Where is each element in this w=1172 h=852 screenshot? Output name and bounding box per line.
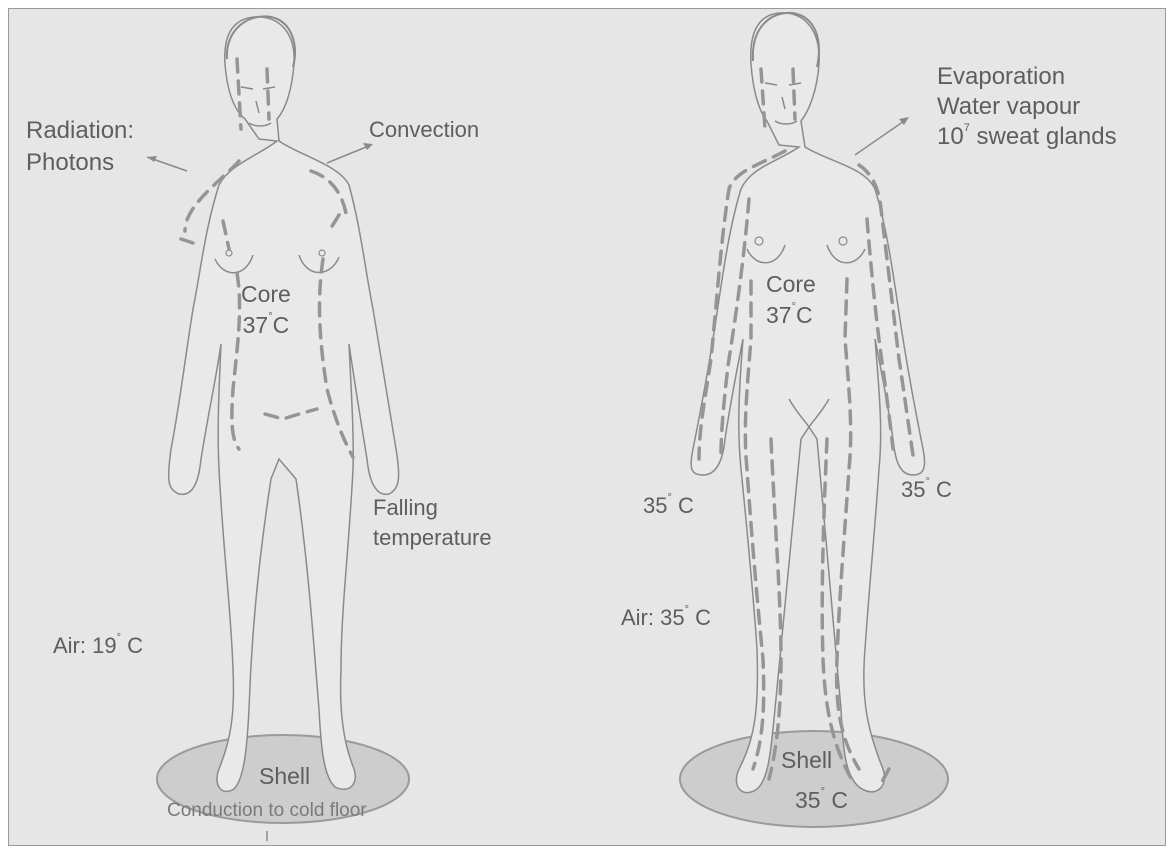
water-vapour-text: Water vapour: [937, 95, 1117, 119]
right-core-temp: 37°C: [766, 304, 816, 327]
temperature-text: temperature: [373, 527, 492, 549]
radiation-label-line1: Radiation:: [26, 119, 134, 143]
right-shell-temp: 35° C: [795, 789, 848, 812]
right-hand-right-temp: 35° C: [901, 479, 952, 501]
left-body-outline: [169, 17, 399, 792]
right-body-outline: [691, 13, 924, 793]
right-shell-label: Shell: [781, 749, 832, 772]
convection-text: Convection: [369, 117, 479, 142]
left-core-label: Core 37°C: [241, 283, 291, 337]
falling-temperature-label: Falling temperature: [373, 497, 492, 549]
right-figure: [680, 13, 948, 827]
falling-text: Falling: [373, 497, 492, 519]
left-air-label: Air: 19° C: [53, 635, 143, 657]
evaporation-text: Evaporation: [937, 65, 1117, 89]
right-hand-left-temp: 35° C: [643, 495, 694, 517]
sweat-glands-text: 107 sweat glands: [937, 125, 1117, 149]
evaporation-arrow: [855, 119, 907, 155]
right-air-label: Air: 35° C: [621, 607, 711, 629]
left-shell-label: Shell: [259, 765, 310, 788]
left-core-text: Core: [241, 283, 291, 306]
diagram-panel: Radiation: Photons Convection Core 37°C …: [8, 8, 1166, 846]
right-core-text: Core: [766, 273, 816, 296]
left-core-temp: 37°C: [241, 314, 291, 337]
right-core-label: Core 37°C: [766, 273, 816, 327]
convection-label: Convection: [369, 119, 479, 141]
convection-arrow: [327, 145, 371, 163]
radiation-label-line2: Photons: [26, 151, 134, 175]
evaporation-label: Evaporation Water vapour 107 sweat gland…: [937, 65, 1117, 149]
conduction-label: Conduction to cold floor: [167, 801, 367, 820]
radiation-label: Radiation: Photons: [26, 119, 134, 175]
